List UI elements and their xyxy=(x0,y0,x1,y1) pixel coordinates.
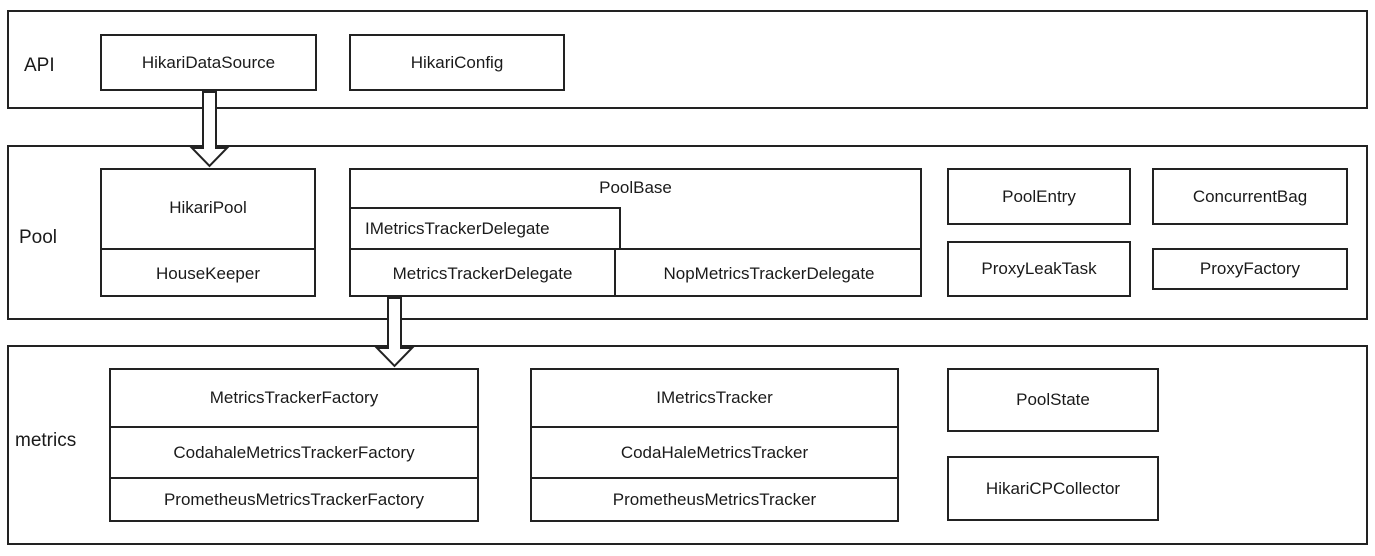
tracker-divider-2 xyxy=(530,477,899,479)
hikari-pool-group xyxy=(100,168,316,297)
metrics-tracker-factory-group xyxy=(109,368,479,522)
imetrics-tracker-cell: IMetricsTracker xyxy=(656,388,773,407)
prometheus-metrics-tracker-cell: PrometheusMetricsTracker xyxy=(612,489,817,509)
pool-base-group xyxy=(349,168,922,297)
hikari-data-source-box: HikariDataSource xyxy=(100,34,317,91)
proxy-factory-box: ProxyFactory xyxy=(1152,248,1348,290)
tracker-divider-1 xyxy=(530,426,899,428)
hikari-pool-divider xyxy=(100,248,316,250)
pool-layer-label: Pool xyxy=(19,227,58,248)
imetrics-tracker-delegate-cell: IMetricsTrackerDelegate xyxy=(365,219,550,238)
nop-metrics-tracker-delegate-cell: NopMetricsTrackerDelegate xyxy=(663,263,875,283)
proxy-leak-task-box: ProxyLeakTask xyxy=(947,241,1131,297)
arrow-metrics-tracker-delegate-to-metrics-tracker-factory xyxy=(374,297,415,368)
prometheus-metrics-tracker-factory-cell: PrometheusMetricsTrackerFactory xyxy=(163,489,425,509)
concurrent-bag-box: ConcurrentBag xyxy=(1152,168,1348,225)
api-layer-label: API xyxy=(24,55,55,76)
hikaricp-collector-box: HikariCPCollector xyxy=(947,456,1159,521)
house-keeper-cell: HouseKeeper xyxy=(156,263,260,283)
pool-base-title: PoolBase xyxy=(599,178,672,197)
codahale-metrics-tracker-cell: CodaHaleMetricsTracker xyxy=(620,442,809,462)
metrics-layer-label: metrics xyxy=(15,430,77,451)
pool-entry-box: PoolEntry xyxy=(947,168,1131,225)
codahale-metrics-tracker-factory-cell: CodahaleMetricsTrackerFactory xyxy=(173,442,415,462)
hikari-config-box: HikariConfig xyxy=(349,34,565,91)
metrics-tracker-factory-cell: MetricsTrackerFactory xyxy=(209,388,379,407)
pool-base-divider xyxy=(349,248,922,250)
factory-divider-1 xyxy=(109,426,479,428)
pool-state-box: PoolState xyxy=(947,368,1159,432)
arrow-hikari-data-source-to-hikari-pool xyxy=(189,91,230,168)
imetrics-delegate-right-border xyxy=(619,207,621,250)
factory-divider-2 xyxy=(109,477,479,479)
hikari-pool-cell: HikariPool xyxy=(169,198,247,217)
imetrics-delegate-top-border xyxy=(349,207,621,209)
metrics-tracker-delegate-cell: MetricsTrackerDelegate xyxy=(392,263,573,283)
imetrics-tracker-group xyxy=(530,368,899,522)
delegate-split-divider xyxy=(614,248,616,297)
